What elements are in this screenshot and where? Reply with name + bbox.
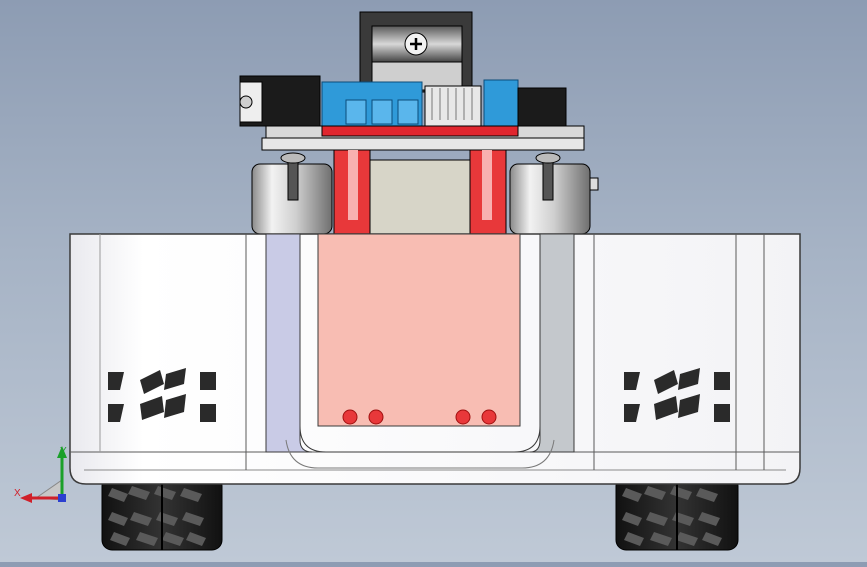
- axis-label-x: X: [14, 488, 21, 499]
- wheel-right: [615, 475, 739, 551]
- center-panel: [265, 233, 575, 469]
- coordinate-triad-icon: Y X: [14, 446, 67, 503]
- controller-board: [239, 75, 585, 151]
- motor-bracket: [333, 149, 507, 235]
- wheel-left: [101, 475, 223, 551]
- vent-left: [108, 368, 216, 422]
- motor-right: [509, 152, 599, 235]
- led-indicators: [342, 409, 497, 425]
- motor-left: [251, 152, 333, 235]
- regulator-tab: [359, 11, 473, 93]
- vent-right: [624, 368, 730, 422]
- axis-label-y: Y: [60, 446, 67, 457]
